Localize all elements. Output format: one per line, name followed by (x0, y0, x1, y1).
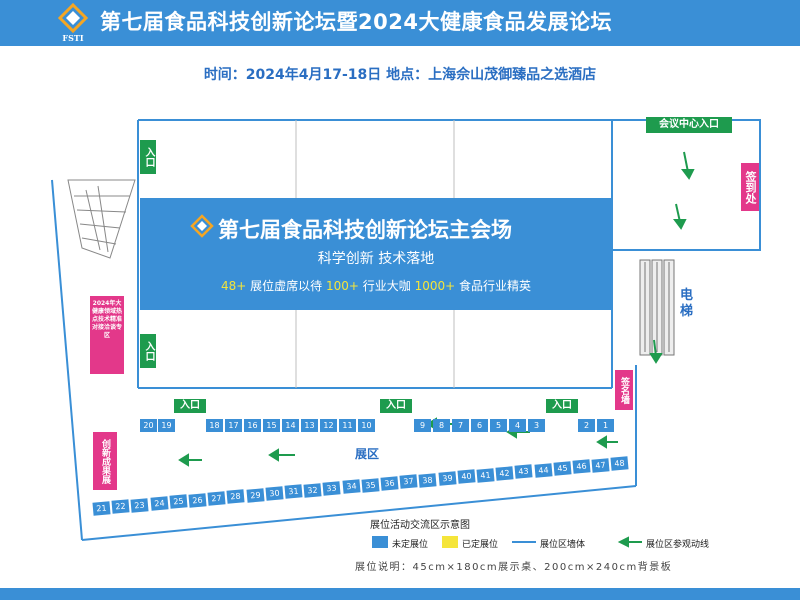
entrance-left-top: 入口 (140, 140, 156, 174)
booth-39[interactable]: 39 (438, 471, 457, 486)
legend-swatch-unbooked (372, 536, 388, 548)
booth-31[interactable]: 31 (284, 484, 303, 500)
booth-20[interactable]: 20 (140, 419, 157, 432)
booth-1[interactable]: 1 (597, 419, 614, 432)
stat-booths-label: 展位虚席以待 (246, 279, 326, 293)
hall-title: 第七届食品科技创新论坛主会场 (218, 218, 512, 242)
staircase-icon (67, 179, 136, 259)
booth-25[interactable]: 25 (169, 494, 188, 510)
main-hall: 第七届食品科技创新论坛主会场 科学创新 技术落地 48+ 展位虚席以待 100+… (140, 198, 612, 310)
booth-12[interactable]: 12 (320, 419, 337, 432)
special-negotiation-zone: 2024年大健康领域热点技术精准对接洽谈专区 (90, 296, 124, 374)
booth-19[interactable]: 19 (158, 419, 175, 432)
booth-35[interactable]: 35 (361, 477, 380, 493)
booth-29[interactable]: 29 (246, 487, 265, 503)
booth-13[interactable]: 13 (301, 419, 318, 432)
booth-42[interactable]: 42 (495, 466, 514, 481)
booth-37[interactable]: 37 (399, 474, 418, 490)
booth-32[interactable]: 32 (303, 482, 322, 498)
legend-unbooked: 未定展位 (392, 540, 429, 550)
outer-wall (138, 119, 761, 251)
entrance-left-bottom: 入口 (140, 334, 156, 368)
booth-46[interactable]: 46 (572, 459, 591, 475)
booth-3[interactable]: 3 (528, 419, 545, 432)
booth-30[interactable]: 30 (265, 486, 284, 501)
booth-27[interactable]: 27 (207, 491, 226, 506)
booth-17[interactable]: 17 (225, 419, 242, 432)
booth-9[interactable]: 9 (414, 419, 431, 432)
entrance-bottom-1: 入口 (174, 399, 206, 413)
booth-44[interactable]: 44 (534, 462, 553, 478)
hall-stats: 48+ 展位虚席以待 100+ 行业大咖 1000+ 食品行业精英 (140, 277, 612, 294)
fsti-logo-icon: FSTI (57, 3, 89, 43)
elevator-label: 电梯 (680, 288, 694, 319)
booth-33[interactable]: 33 (322, 481, 341, 496)
legend-title: 展位活动交流区示意图 (370, 520, 470, 531)
booth-7[interactable]: 7 (452, 419, 469, 432)
booth-22[interactable]: 22 (111, 499, 130, 515)
booth-21[interactable]: 21 (92, 501, 111, 516)
booth-26[interactable]: 26 (188, 492, 207, 508)
booth-36[interactable]: 36 (380, 476, 399, 491)
hall-subtitle: 科学创新 技术落地 (317, 251, 435, 267)
legend-swatch-booked (442, 536, 458, 548)
booth-28[interactable]: 28 (226, 489, 245, 505)
booth-spec-note: 展位说明：45cm×180cm展示桌、200cm×240cm背景板 (355, 562, 673, 573)
legend-route: 展位区参观动线 (646, 540, 710, 550)
signature-wall: 签名墙 (615, 370, 633, 410)
booth-6[interactable]: 6 (471, 419, 488, 432)
header-bar (0, 0, 800, 46)
booth-16[interactable]: 16 (244, 419, 261, 432)
stat-experts: 100+ (325, 279, 359, 293)
sign-in-desk: 签到处 (741, 163, 759, 211)
innovation-showcase: 创新成果展 (93, 432, 117, 490)
fsti-logo-icon (190, 214, 214, 238)
booth-45[interactable]: 45 (553, 461, 572, 476)
footer-bar (0, 588, 800, 600)
entrance-bottom-2: 入口 (380, 399, 412, 413)
stat-attendees: 1000+ (414, 279, 456, 293)
booth-15[interactable]: 15 (263, 419, 280, 432)
booth-47[interactable]: 47 (591, 457, 610, 473)
booth-5[interactable]: 5 (490, 419, 507, 432)
booth-48[interactable]: 48 (610, 456, 629, 471)
booth-34[interactable]: 34 (342, 479, 361, 495)
legend-wall: 展位区墙体 (540, 540, 586, 550)
booth-18[interactable]: 18 (206, 419, 223, 432)
lower-left-wall (51, 179, 83, 541)
booth-43[interactable]: 43 (514, 464, 533, 480)
event-info: 时间：2024年4月17-18日 地点：上海佘山茂御臻品之选酒店 (203, 67, 597, 83)
legend-booked: 已定展位 (462, 540, 499, 550)
booth-24[interactable]: 24 (150, 496, 169, 511)
stat-experts-label: 行业大咖 (358, 279, 415, 293)
booth-8[interactable]: 8 (433, 419, 450, 432)
page-title: 第七届食品科技创新论坛暨2024大健康食品发展论坛 (100, 10, 612, 34)
booth-10[interactable]: 10 (358, 419, 375, 432)
booth-11[interactable]: 11 (339, 419, 356, 432)
lower-bottom-wall (81, 485, 637, 541)
booth-2[interactable]: 2 (578, 419, 595, 432)
legend-route-icon (617, 536, 642, 548)
escalator-icon (639, 259, 675, 356)
booth-4[interactable]: 4 (509, 419, 526, 432)
booth-40[interactable]: 40 (457, 469, 476, 485)
booth-38[interactable]: 38 (418, 472, 437, 488)
booth-41[interactable]: 41 (476, 467, 495, 483)
logo-text: FSTI (62, 33, 83, 43)
booth-23[interactable]: 23 (130, 497, 149, 513)
stat-booths: 48+ (221, 279, 247, 293)
entrance-bottom-3: 入口 (546, 399, 578, 413)
stat-attendees-label: 食品行业精英 (455, 279, 531, 293)
entrance-conference-center: 会议中心入口 (646, 117, 732, 133)
booth-14[interactable]: 14 (282, 419, 299, 432)
exhibition-zone-label: 展区 (355, 447, 380, 461)
